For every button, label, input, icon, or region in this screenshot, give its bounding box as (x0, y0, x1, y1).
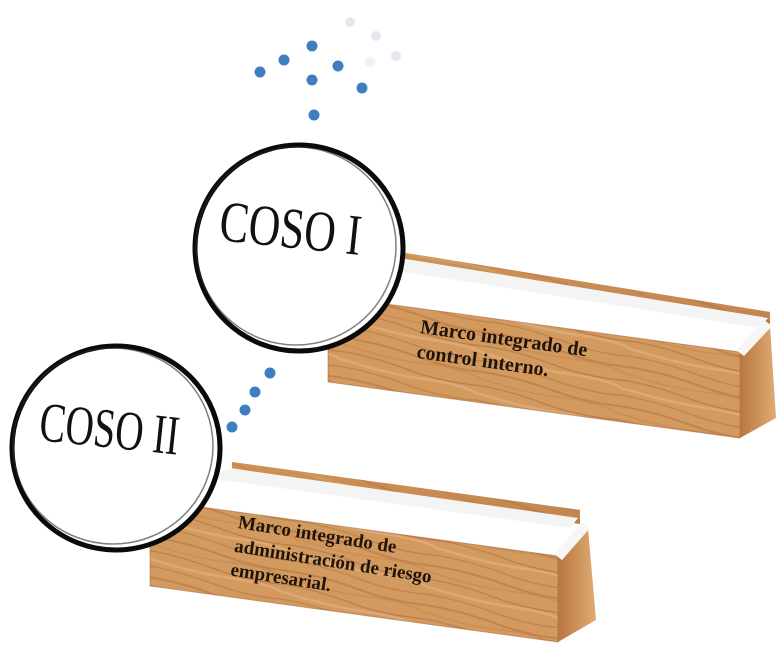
dot-cluster-middle (226, 367, 276, 433)
circle-label-coso-1: COSO I (217, 188, 365, 267)
plank-coso-1 (327, 252, 776, 439)
circle-coso-1 (192, 142, 406, 354)
dot-cluster-top (254, 17, 401, 121)
circle-label-coso-2: COSO II (37, 391, 183, 467)
circle-coso-2 (9, 343, 223, 553)
plank-coso-2 (149, 462, 596, 643)
